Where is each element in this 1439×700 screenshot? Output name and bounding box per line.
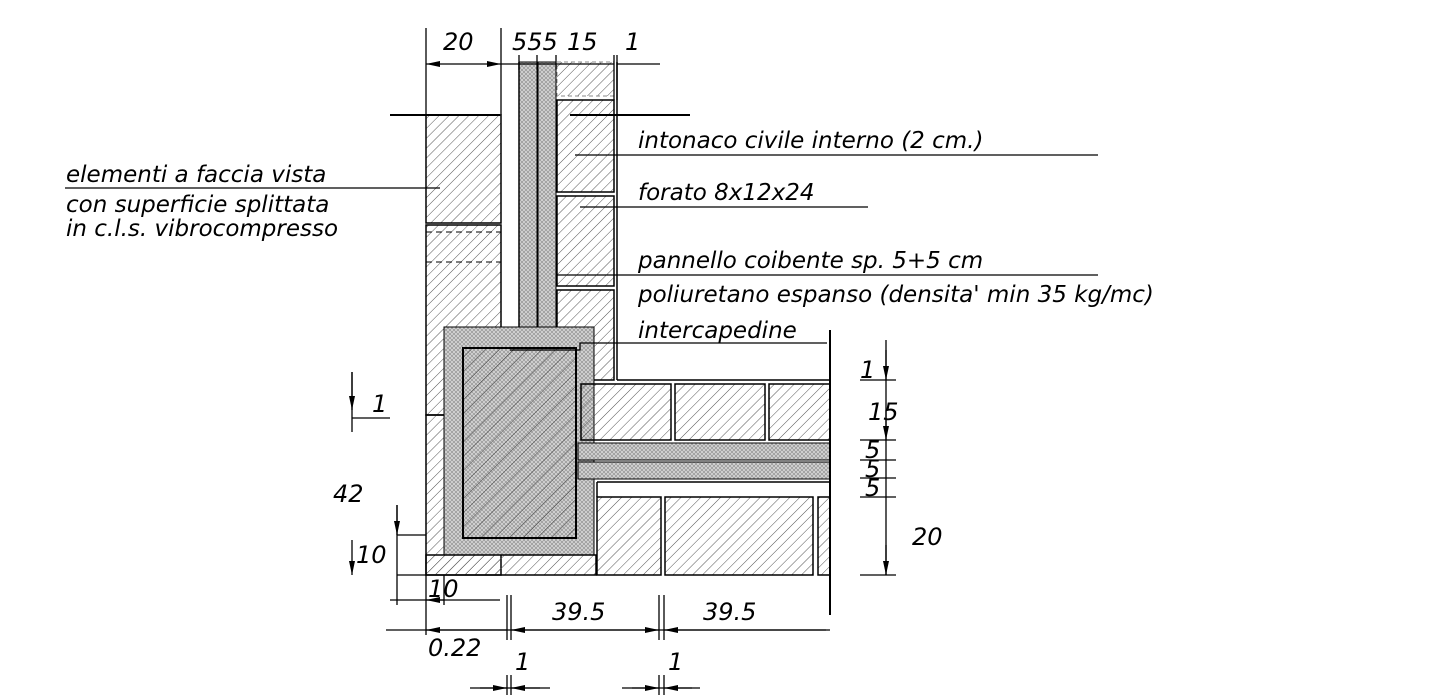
inner-brick-1 [556,99,615,193]
dim-left-1: 1 [372,390,387,418]
insulation-panel-inner [537,61,557,348]
slab-block-1 [596,496,662,576]
dim-bottom-1a: 1 [515,648,530,676]
dim-left-10: 10 [356,541,387,569]
slab-block-2 [664,496,814,576]
slab-block-3 [817,496,831,576]
material-labels: elementi a faccia vista con superficie s… [66,128,1154,344]
brick-label: forato 8x12x24 [638,180,815,206]
foundation-beam [462,347,577,539]
facing-block-upper [425,114,502,224]
insulation-panel-outer [518,61,538,348]
right-dimensions [860,340,896,576]
floor-insulation-2 [577,461,831,480]
foundation-base [425,554,597,576]
dim-bottom-395b: 39.5 [703,598,756,626]
bottom-dimensions [386,575,830,695]
cavity-label: intercapedine [638,318,797,344]
dim-left-42: 42 [333,480,364,508]
floor-insulation-1 [577,442,831,461]
dim-right-1: 1 [860,356,875,384]
floor-brick-3 [768,383,831,441]
dim-top-20: 20 [443,28,474,56]
panel-label-1: pannello coibente sp. 5+5 cm [637,248,983,274]
dim-top-555: 555 [512,28,558,56]
dim-bottom-1b: 1 [668,648,683,676]
plaster-label: intonaco civile interno (2 cm.) [638,128,983,154]
inner-brick-2 [556,195,615,287]
wall-structure [390,61,831,615]
top-dimensions [425,28,660,115]
panel-label-2: poliuretano espanso (densita' min 35 kg/… [637,282,1154,308]
dim-bottom-022: 0.22 [428,634,481,662]
dim-top-15: 15 [567,28,598,56]
dim-right-5c: 5 [865,474,880,502]
dim-right-5a: 5 [865,436,880,464]
dim-right-20: 20 [912,523,943,551]
floor-brick-2 [674,383,766,441]
facing-label-1: elementi a faccia vista [66,162,326,188]
dim-bottom-10: 10 [428,575,459,603]
facing-label-3: in c.l.s. vibrocompresso [66,216,338,242]
dim-top-1: 1 [625,28,640,56]
leader-lines [65,154,1098,351]
floor-brick-1 [580,383,672,441]
left-dimensions [349,372,426,605]
dim-right-5b: 5 [865,455,880,483]
dim-bottom-395a: 39.5 [552,598,605,626]
dim-right-15: 15 [868,398,899,426]
inner-brick-top [556,61,615,97]
facing-label-2: con superficie splittata [66,192,329,218]
